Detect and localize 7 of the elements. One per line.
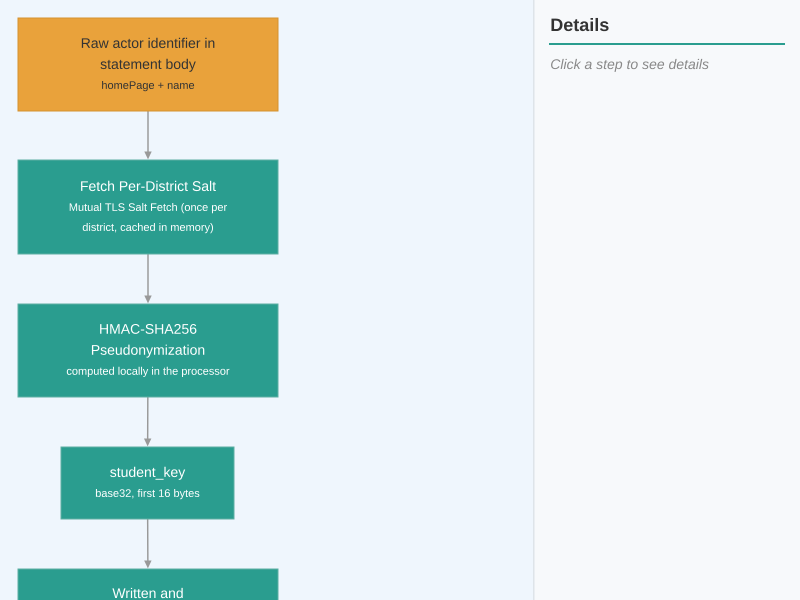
- process-box: Raw actor identifier in statement body homePage + name: [18, 18, 278, 112]
- process-box: Written and: [18, 568, 278, 600]
- process-box: Fetch Per-District Salt Mutual TLS Salt Fetch (once per district, cached in memory): [18, 160, 278, 254]
- process-box: HMAC-SHA256 Pseudonymization computed locally in the processor: [18, 304, 278, 398]
- process-box: student_key base32, first 16 bytes: [60, 446, 234, 520]
- hint-text: Click a step to see details: [551, 58, 709, 72]
- panel-heading: Details: [551, 18, 609, 32]
